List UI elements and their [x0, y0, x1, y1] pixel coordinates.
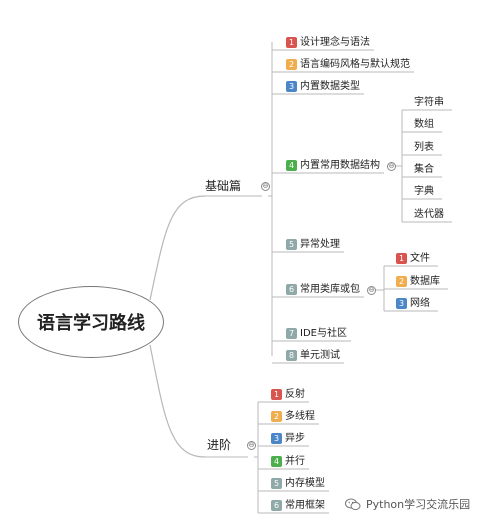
node-text: 字典 — [414, 186, 434, 197]
node-text: 数组 — [414, 119, 434, 130]
priority-badge: 8 — [286, 350, 297, 361]
node-text: 内置常用数据结构 — [300, 160, 380, 171]
collapse-toggle-libraries[interactable]: ⊖ — [367, 286, 376, 295]
node-text: 单元测试 — [300, 350, 340, 361]
structure-item-1[interactable]: 字符串 — [414, 96, 444, 109]
structure-item-5[interactable]: 字典 — [414, 185, 434, 198]
node-text: 语言编码风格与默认规范 — [300, 59, 410, 70]
priority-badge: 1 — [396, 253, 407, 264]
priority-badge: 5 — [286, 239, 297, 250]
priority-badge: 3 — [396, 298, 407, 309]
collapse-toggle-basics[interactable]: ⊖ — [261, 182, 270, 191]
priority-badge: 1 — [271, 389, 282, 400]
priority-badge: 4 — [271, 456, 282, 467]
curve-to-advanced — [149, 344, 206, 458]
node-text: 设计理念与语法 — [300, 37, 370, 48]
central-topic[interactable]: 语言学习路线 — [18, 286, 164, 358]
node-text: 集合 — [414, 164, 434, 175]
priority-badge: 3 — [286, 81, 297, 92]
priority-badge: 2 — [396, 276, 407, 287]
node-text: 多线程 — [285, 411, 315, 422]
priority-badge: 1 — [286, 37, 297, 48]
priority-badge: 7 — [286, 328, 297, 339]
wechat-icon — [345, 498, 361, 510]
priority-badge: 6 — [286, 284, 297, 295]
node-text: 网络 — [410, 298, 430, 309]
curve-to-basics — [149, 195, 206, 301]
collapse-toggle-structures[interactable]: ⊖ — [387, 162, 396, 171]
node-text: 反射 — [285, 389, 305, 400]
node-text: 列表 — [414, 142, 434, 153]
node-text: 内存模型 — [285, 478, 325, 489]
node-text: 数据库 — [410, 276, 440, 287]
node-text: 内置数据类型 — [300, 81, 360, 92]
collapse-toggle-advanced[interactable]: ⊖ — [247, 441, 256, 450]
priority-badge: 3 — [271, 433, 282, 444]
node-text: 异常处理 — [300, 239, 340, 250]
node-text: 迭代器 — [414, 209, 444, 220]
branch-basics[interactable]: 基础篇 — [205, 179, 242, 193]
node-text: 常用类库或包 — [300, 284, 360, 295]
priority-badge: 6 — [271, 500, 282, 511]
watermark-text: Python学习交流乐园 — [366, 498, 471, 511]
branch-advanced[interactable]: 进阶 — [207, 438, 232, 452]
structure-item-4[interactable]: 集合 — [414, 163, 434, 176]
node-text: 异步 — [285, 433, 305, 444]
node-text: 并行 — [285, 456, 305, 467]
priority-badge: 4 — [286, 160, 297, 171]
structure-item-3[interactable]: 列表 — [414, 141, 434, 154]
priority-badge: 5 — [271, 478, 282, 489]
node-text: IDE与社区 — [300, 328, 347, 339]
structure-item-2[interactable]: 数组 — [414, 118, 434, 131]
structure-item-6[interactable]: 迭代器 — [414, 208, 444, 221]
node-text: 常用框架 — [285, 500, 325, 511]
priority-badge: 2 — [286, 59, 297, 70]
node-text: 文件 — [410, 253, 430, 264]
node-text: 字符串 — [414, 97, 444, 108]
watermark: Python学习交流乐园 — [345, 496, 470, 512]
priority-badge: 2 — [271, 411, 282, 422]
